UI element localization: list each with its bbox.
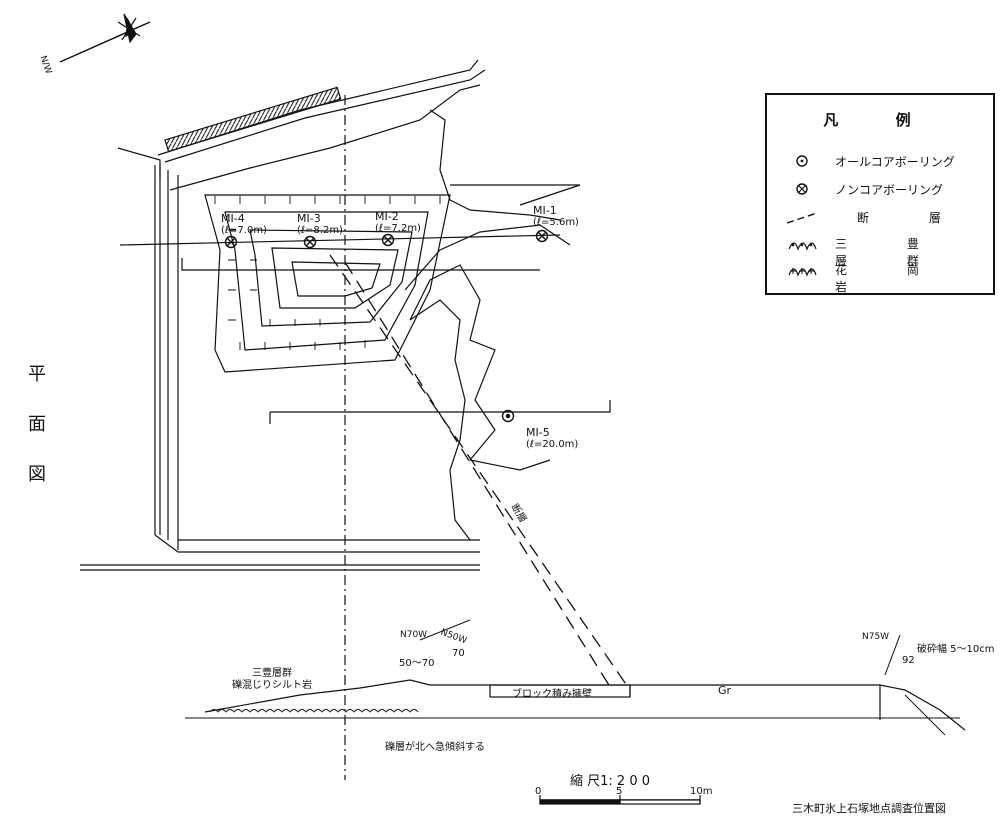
section-lines (119, 95, 611, 780)
legend-label: 花 崗 岩 (835, 263, 947, 294)
sanbo-group-icon (788, 242, 817, 251)
granite-icon (788, 268, 817, 277)
scale-tick-10m: 10m (690, 786, 713, 797)
road-boundary (117, 59, 486, 191)
block-wall-label: ブロック積み擁壁 (512, 689, 592, 700)
legend-item: 花 崗 岩 (777, 259, 983, 294)
borehole-label-mi3: MI-3(ℓ=8.2m) (297, 212, 343, 236)
borehole-markers (224, 229, 549, 423)
strike-label-n70w: N70W (400, 630, 428, 640)
legend-item: 三 豊 層 群 (777, 233, 983, 268)
left-retaining-wall (80, 165, 480, 571)
formation-label: 三豊層群 (252, 668, 292, 679)
fault-line-2 (344, 261, 613, 691)
eastern-cliff-outline (404, 109, 581, 541)
non-core-boring-marker (303, 235, 317, 249)
title-char: 図 (28, 464, 46, 485)
non-core-boring-marker (224, 235, 238, 249)
all-core-boring-marker (501, 409, 515, 423)
borehole-label-mi4: MI-4(ℓ=7.0m) (221, 212, 267, 236)
gravel-note: 礫層が北へ急傾斜する (385, 742, 485, 753)
scale-tick-5: 5 (616, 786, 623, 797)
cross-section (185, 619, 966, 736)
fracture-width-label: 破砕幅 5～10cm (917, 644, 995, 655)
scale-tick-0: 0 (535, 786, 542, 797)
dip-label-70: 70 (452, 648, 465, 659)
formation-sublabel: 礫混じりシルト岩 (232, 680, 312, 691)
non-core-boring-marker (535, 229, 549, 243)
legend-item: ノンコアボーリング (777, 179, 983, 199)
scale-bar (539, 795, 701, 805)
strike-label-n75w: N75W (862, 632, 890, 642)
legend-label: ノンコアボーリング (835, 183, 944, 197)
legend-item: 断 層 (777, 207, 983, 227)
borehole-label-mi1: MI-1(ℓ=5.6m) (533, 204, 579, 228)
north-arrow-icon (59, 13, 151, 63)
figure-caption: 三木町氷上石塚地点調査位置図 (792, 802, 946, 815)
title-char: 平 (28, 364, 46, 385)
legend-label: 三 豊 層 群 (835, 237, 947, 268)
non-core-boring-marker (381, 233, 395, 247)
quarry-pit-contours (204, 194, 451, 373)
dashed-line-icon (787, 212, 817, 224)
borehole-label-mi2: MI-2(ℓ=7.2m) (375, 210, 421, 234)
slope-hachures (214, 196, 441, 350)
granite-mark: Gr (718, 684, 732, 697)
circle-dot-icon (796, 155, 808, 167)
fault-line (329, 254, 631, 691)
borehole-label-mi5: MI-5(ℓ=20.0m) (526, 426, 579, 450)
legend-title: 凡 例 (823, 111, 937, 129)
scale-title: 縮 尺1: 2 0 0 (570, 774, 650, 789)
dip-label-range: 50～70 (399, 658, 435, 669)
legend-item: オールコアボーリング (777, 151, 983, 171)
legend-label: オールコアボーリング (835, 155, 955, 169)
circle-x-icon (796, 183, 808, 195)
legend-box: 凡 例 オールコアボーリング ノンコアボーリング 断 層 三 豊 層 群 花 崗… (765, 93, 995, 295)
legend-label: 断 層 (857, 211, 969, 225)
title-char: 面 (28, 414, 46, 435)
dip-label-92: 92 (902, 655, 915, 666)
plan-view-title: 平 面 図 (26, 350, 48, 500)
